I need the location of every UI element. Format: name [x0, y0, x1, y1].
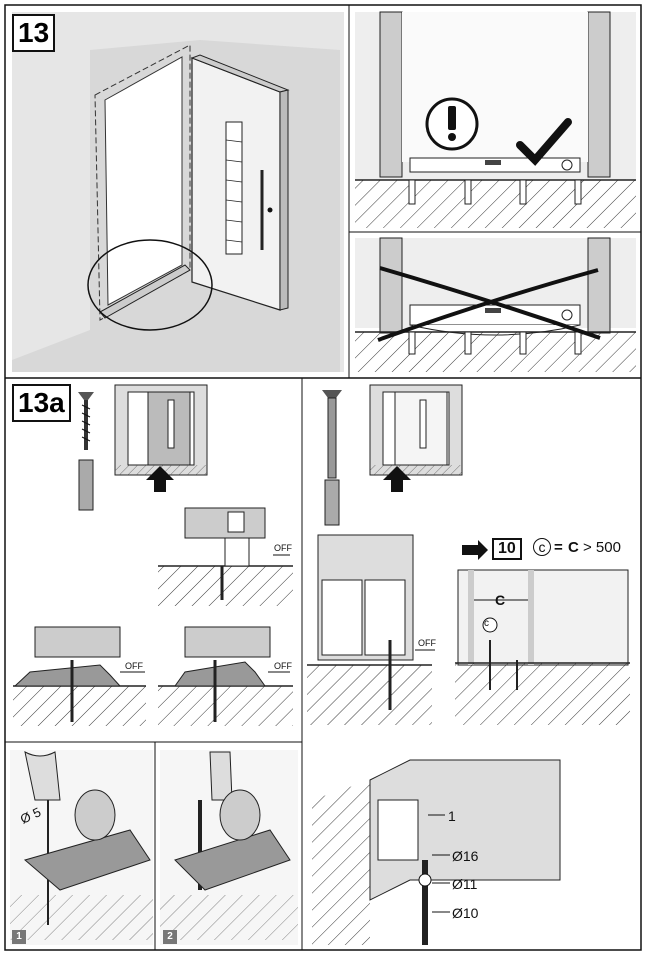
reference-step-label: 10	[492, 538, 522, 560]
warning-icon	[425, 97, 479, 151]
panel-number-1: 1	[12, 930, 26, 944]
spacing-detail	[455, 540, 630, 725]
condition-label: > 500	[583, 539, 621, 556]
c-dimension-label: C	[495, 592, 506, 608]
off-label: OFF	[418, 638, 436, 648]
small-door-right	[369, 384, 463, 492]
diameter-16: Ø16	[452, 848, 479, 864]
threshold-detail-1	[158, 507, 293, 606]
correct-installation	[355, 11, 636, 228]
wrong-installation	[355, 237, 636, 372]
threshold-detail-2	[13, 626, 146, 726]
panel-number-2: 2	[163, 930, 177, 944]
drill-step	[10, 750, 153, 945]
dowel-long	[322, 390, 342, 526]
arrow-right-icon	[462, 540, 488, 560]
profile-3d	[312, 759, 561, 945]
arrow-up-icon	[146, 466, 174, 492]
screw-and-dowel	[78, 392, 94, 511]
screw-step	[160, 750, 298, 945]
small-door-left	[114, 384, 208, 492]
frame-profile-detail	[307, 534, 435, 725]
page-border	[4, 4, 642, 951]
cross-icon	[377, 266, 601, 342]
off-label: OFF	[125, 661, 143, 671]
step-number: 13	[12, 14, 56, 52]
substep-number: 13a	[12, 384, 71, 422]
c-large-symbol: C	[568, 539, 579, 556]
dimension-1: 1	[448, 808, 456, 824]
door-illustration	[12, 12, 344, 372]
checkmark-icon	[516, 118, 572, 166]
c-marker: c	[484, 618, 489, 629]
diameter-11: Ø11	[452, 876, 478, 892]
threshold-detail-3	[158, 626, 293, 726]
equals-sign: =	[554, 539, 563, 556]
off-label: OFF	[274, 543, 292, 553]
off-label: OFF	[274, 661, 292, 671]
diameter-10: Ø10	[452, 905, 479, 921]
c-small-symbol: c	[533, 538, 551, 556]
